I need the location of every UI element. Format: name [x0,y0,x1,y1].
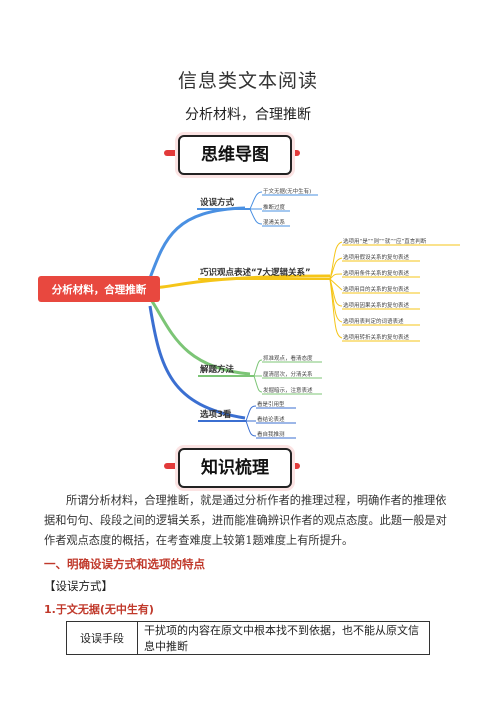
leaf-1-3: 混淆关系 [263,218,286,226]
intro-paragraph: 所谓分析材料，合理推断，就是通过分析作者的推理过程，明确作者的推理依据和句句、段… [44,494,447,547]
leaf-3-2: 厘清层次，分清关系 [263,370,313,378]
leaf-2-6: 选项用表判定的词语表述 [343,317,404,325]
table-row: 设误手段 干扰项的内容在原文中根本找不到依据，也不能从原文信息中推断 [66,621,430,655]
mindmap-center-label: 分析材料，合理推断 [52,283,147,296]
mindmap-center-node [38,276,160,302]
branch-label-4: 选项3看 [200,409,232,420]
section-heading-2: 【设误方式】 [44,579,113,593]
mindmap-banner: 思维导图 [178,135,292,175]
leaf-4-1: 看是引用型 [257,400,285,408]
page-subtitle: 分析材料，合理推断 [185,107,311,123]
leaf-2-7: 选项用转折关系的复句表述 [343,333,410,341]
section-heading-3: 1.于文无据(无中生有) [44,603,154,616]
mindmap-diagram: 分析材料，合理推断 设误方式 巧识观点表述“7大逻辑关系” 解题方法 选项3看 … [38,187,460,439]
leaf-3-3: 发掘暗示，注意表述 [263,386,313,394]
leaf-1-2: 推断过度 [263,203,286,211]
section-heading-1: 一、明确设误方式和选项的特点 [44,557,205,571]
method-table: 设误手段 干扰项的内容在原文中根本找不到依据，也不能从原文信息中推断 [66,621,430,655]
leaf-4-3: 看自我推测 [257,430,285,438]
page-title: 信息类文本阅读 [177,70,318,92]
leaf-1-1: 于文无据(无中生有) [263,187,311,195]
leaf-4-2: 看结论表述 [257,415,285,423]
leaf-2-3: 选项用条件关系的复句表述 [343,269,410,277]
branch-label-1: 设误方式 [200,197,235,208]
table-key-cell: 设误手段 [66,621,138,655]
leaf-2-1: 选项用“是”“则”“就”“应”直言判断 [343,237,427,245]
branch-label-2: 巧识观点表述“7大逻辑关系” [200,267,311,278]
branch-label-3: 解题方法 [200,364,235,375]
leaf-2-2: 选项用假设关系的复句表述 [343,253,410,261]
table-value-cell: 干扰项的内容在原文中根本找不到依据，也不能从原文信息中推断 [137,621,430,655]
knowledge-banner: 知识梳理 [178,448,292,488]
leaf-3-1: 抓准观点，看清态度 [263,354,313,362]
leaf-2-4: 选项用目的关系的复句表述 [343,285,410,293]
leaf-2-5: 选项用因果关系的复句表述 [343,301,410,309]
